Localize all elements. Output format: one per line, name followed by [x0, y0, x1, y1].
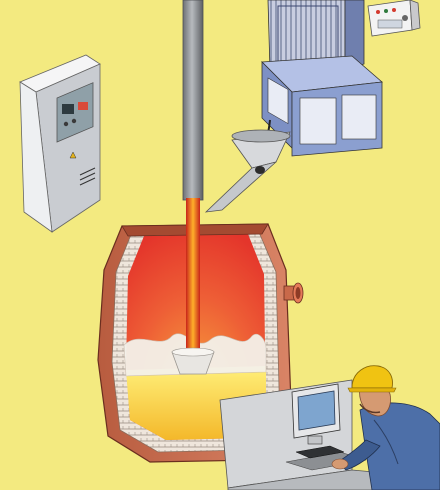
- worker-head: [359, 385, 391, 417]
- control-cabinet: [19, 54, 101, 233]
- hard-hat: [351, 365, 393, 389]
- worker-arm: [337, 439, 381, 471]
- operator-worker: [331, 365, 440, 490]
- control-panel-box: [367, 0, 421, 37]
- alloy-hopper: [204, 129, 291, 213]
- ladle-side-nozzle: [283, 282, 304, 304]
- keyboard: [295, 445, 345, 459]
- graphite-electrode: [171, 0, 215, 375]
- monitor: [291, 383, 341, 445]
- transformer-unit: [261, 0, 383, 157]
